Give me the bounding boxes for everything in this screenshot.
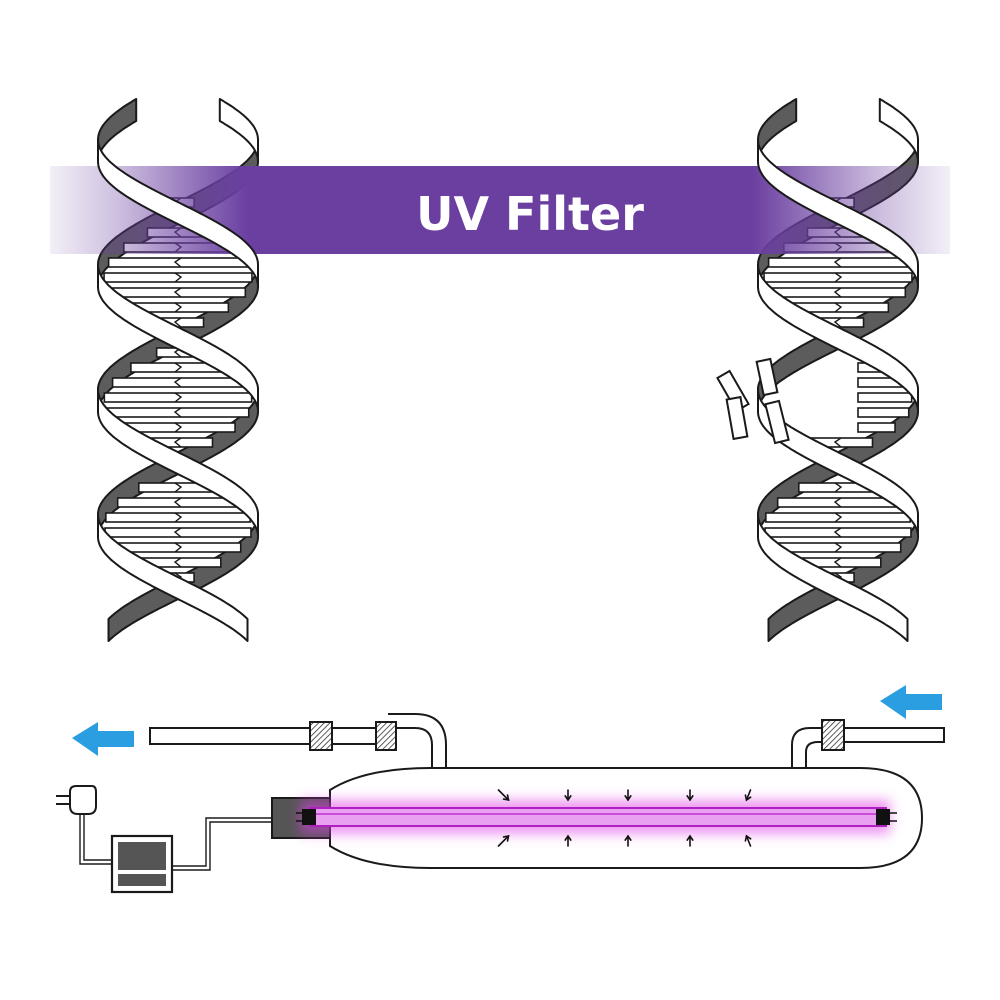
- uv-radiation-arrows: [497, 789, 752, 847]
- base-pair-bond: [833, 287, 842, 298]
- power-cord: [79, 812, 114, 865]
- helix-front-strand: [97, 138, 259, 288]
- helix-front-strand: [757, 138, 919, 288]
- outlet-pipe: [149, 727, 331, 745]
- base-pair-bond: [833, 557, 842, 568]
- uv-lamp-end-right: [876, 809, 890, 825]
- base-pair-bond: [834, 272, 843, 283]
- ballast-box-icon: [110, 834, 174, 894]
- base-pair-bond: [833, 437, 842, 448]
- radiation-arrow: [744, 789, 752, 802]
- base-pair-bond: [174, 362, 183, 373]
- radiation-arrow: [564, 789, 572, 802]
- dna-fragment: [725, 395, 749, 441]
- outlet-coupling: [309, 721, 333, 751]
- base-pair-bond: [174, 512, 183, 523]
- radiation-arrow: [686, 789, 694, 802]
- base-pair-bond: [174, 392, 183, 403]
- uv-filter-banner-band: [50, 166, 950, 254]
- radiation-arrow: [624, 834, 632, 847]
- helix-front-strands: [97, 98, 919, 642]
- helix-front-strand: [757, 388, 919, 538]
- flow-arrows: [72, 685, 942, 756]
- base-pair-bond: [173, 407, 182, 418]
- helix-back-strand: [757, 98, 798, 163]
- base-pair-bond: [173, 377, 182, 388]
- radiation-arrow: [686, 834, 694, 847]
- helix-front-strand: [97, 263, 259, 413]
- base-pair-bond: [173, 437, 182, 448]
- base-pair-bond: [833, 317, 842, 328]
- base-pair-bond: [174, 482, 183, 493]
- inlet-coupling: [821, 719, 845, 751]
- arrow-left-icon: [72, 722, 134, 756]
- base-pair-bond: [834, 302, 843, 313]
- power-supply: [56, 785, 272, 894]
- helix-front-strand: [97, 514, 249, 642]
- uv-purifier-schematic: [149, 713, 945, 869]
- outlet-coupling: [375, 721, 397, 751]
- power-plug-icon: [56, 785, 97, 815]
- radiation-arrow: [744, 834, 752, 847]
- radiation-arrow: [564, 834, 572, 847]
- broken-base-pair: [857, 392, 913, 403]
- uv-lamp: [296, 800, 897, 834]
- broken-base-pair: [857, 422, 896, 433]
- base-pair-bond: [833, 497, 842, 508]
- base-pair-bond: [174, 302, 183, 313]
- dna-fragment: [755, 357, 779, 397]
- helix-front-strand: [757, 263, 919, 413]
- base-pair-bond: [174, 422, 183, 433]
- base-pair-bond: [834, 542, 843, 553]
- base-pair: [103, 392, 253, 403]
- base-pair-bond: [833, 527, 842, 538]
- base-pair-bond: [173, 287, 182, 298]
- inlet-pipe: [843, 727, 945, 743]
- uv-filter-banner-label: UV Filter: [416, 187, 644, 241]
- uv-lamp-end-left: [302, 809, 316, 825]
- base-pair-bond: [834, 482, 843, 493]
- helix-back-strand: [97, 98, 138, 163]
- power-cord: [172, 817, 272, 867]
- base-pair-bond: [173, 527, 182, 538]
- helix-base-pairs: [103, 197, 913, 583]
- dna-fragment: [764, 399, 790, 445]
- base-pair: [763, 272, 913, 283]
- base-pair-bond: [173, 497, 182, 508]
- arrow-left-icon: [880, 685, 942, 719]
- damaged-dna-fragments: [716, 357, 790, 445]
- uv-lamp-tube: [309, 807, 887, 827]
- base-pair-bond: [173, 557, 182, 568]
- uv-filter-banner: UV Filter: [50, 166, 950, 254]
- base-pair-bond: [174, 272, 183, 283]
- helix-front-strand: [757, 514, 909, 642]
- base-pair-bond: [834, 512, 843, 523]
- radiation-arrow: [497, 789, 510, 802]
- helix-front-strand: [218, 98, 259, 163]
- helix-front-strand: [878, 98, 919, 163]
- radiation-arrow: [497, 834, 510, 847]
- base-pair-bond: [174, 542, 183, 553]
- base-pair-bond: [173, 257, 182, 268]
- radiation-arrow: [624, 789, 632, 802]
- broken-base-pair: [857, 407, 910, 418]
- helix-front-strand: [97, 388, 259, 538]
- base-pair-bond: [173, 317, 182, 328]
- base-pair-bond: [833, 257, 842, 268]
- base-pair: [103, 272, 253, 283]
